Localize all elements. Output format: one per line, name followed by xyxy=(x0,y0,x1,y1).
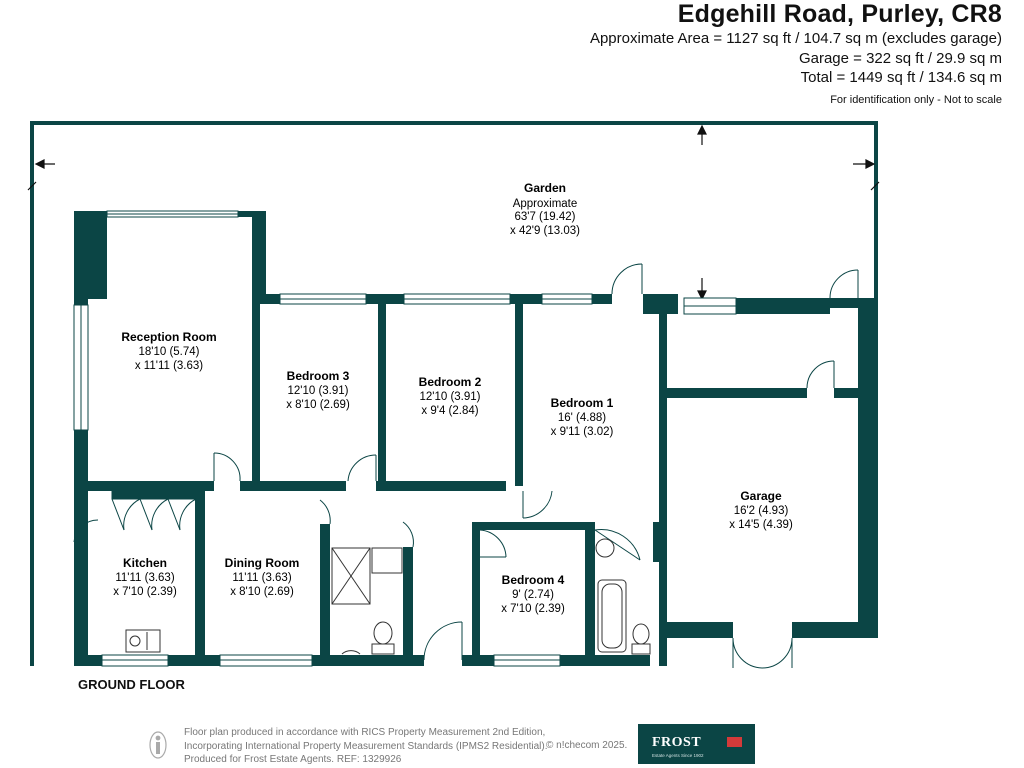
garden-boundary xyxy=(30,121,878,666)
floor-label: GROUND FLOOR xyxy=(78,677,185,692)
room-name: Garage xyxy=(740,489,782,503)
room-name: Dining Room xyxy=(225,556,300,570)
room-dim: x 14'5 (4.39) xyxy=(729,519,793,531)
room-dim: 12'10 (3.91) xyxy=(419,391,480,403)
room-name: Reception Room xyxy=(121,330,216,344)
room-dim: 16' (4.88) xyxy=(558,412,606,424)
room-dim: 12'10 (3.91) xyxy=(287,385,348,397)
room-dim: x 11'11 (3.63) xyxy=(135,360,203,372)
room-garage: Garage 16'2 (4.93) x 14'5 (4.39) xyxy=(729,489,793,531)
room-dim: x 8'10 (2.69) xyxy=(230,586,294,598)
frost-logo: FROST Estate Agents Since 1902 xyxy=(638,724,755,764)
scale-note: For identification only - Not to scale xyxy=(830,93,1002,106)
room-kitchen: Kitchen 11'11 (3.63) x 7'10 (2.39) xyxy=(113,556,177,598)
room-name: Kitchen xyxy=(123,556,167,570)
door-swings xyxy=(73,263,859,669)
approximate-area: Approximate Area = 1127 sq ft / 104.7 sq… xyxy=(589,30,1002,47)
room-dim: 11'11 (3.63) xyxy=(115,572,174,584)
footer-line: Incorporating International Property Mea… xyxy=(184,740,548,752)
walls xyxy=(74,211,878,666)
room-dim: x 8'10 (2.69) xyxy=(286,399,350,411)
kitchen-cupboards xyxy=(111,490,197,531)
room-bedroom-4: Bedroom 4 9' (2.74) x 7'10 (2.39) xyxy=(501,573,565,615)
room-reception: Reception Room 18'10 (5.74) x 11'11 (3.6… xyxy=(121,330,216,372)
room-name: Bedroom 1 xyxy=(551,396,614,410)
room-dim: 16'2 (4.93) xyxy=(734,505,789,517)
room-dim: x 9'11 (3.02) xyxy=(551,426,614,438)
room-dining: Dining Room 11'11 (3.63) x 8'10 (2.69) xyxy=(225,556,300,598)
room-dim: 9' (2.74) xyxy=(512,589,554,601)
garden-label: Garden Approximate 63'7 (19.42) x 42'9 (… xyxy=(510,181,580,237)
room-dim: x 7'10 (2.39) xyxy=(501,603,565,615)
logo-tagline: Estate Agents Since 1902 xyxy=(652,753,704,758)
room-name: Bedroom 2 xyxy=(419,375,482,389)
room-bedroom-1: Bedroom 1 16' (4.88) x 9'11 (3.02) xyxy=(551,396,614,438)
garage-area: Garage = 322 sq ft / 29.9 sq m xyxy=(798,49,1002,67)
room-dim: 11'11 (3.63) xyxy=(232,572,291,584)
room-dim: x 9'4 (2.84) xyxy=(421,405,478,417)
person-icon xyxy=(149,731,167,759)
logo-mark-icon xyxy=(727,737,742,747)
copyright: © n!checom 2025. xyxy=(546,740,628,751)
total-area: Total = 1449 sq ft / 134.6 sq m xyxy=(800,69,1002,86)
room-name: Bedroom 3 xyxy=(287,369,350,383)
room-bedroom-2: Bedroom 2 12'10 (3.91) x 9'4 (2.84) xyxy=(419,375,482,417)
footer-line: Produced for Frost Estate Agents. REF: 1… xyxy=(184,754,402,765)
room-dim: x 7'10 (2.39) xyxy=(113,586,177,598)
garden-name: Garden xyxy=(524,181,566,195)
fixtures xyxy=(125,538,651,655)
room-name: Bedroom 4 xyxy=(502,573,565,587)
windows xyxy=(73,210,737,667)
garden-dim1: 63'7 (19.42) xyxy=(514,211,575,223)
footer-line: Floor plan produced in accordance with R… xyxy=(184,727,546,738)
garden-approx: Approximate xyxy=(513,198,578,210)
garden-dimension-arrows xyxy=(27,124,880,301)
garden-dim2: x 42'9 (13.03) xyxy=(510,225,580,237)
header: Edgehill Road, Purley, CR8 Approximate A… xyxy=(590,0,1002,106)
footer-text: Floor plan produced in accordance with R… xyxy=(184,726,548,767)
logo-name: FROST xyxy=(652,735,702,750)
page-title: Edgehill Road, Purley, CR8 xyxy=(677,0,1002,28)
room-bedroom-3: Bedroom 3 12'10 (3.91) x 8'10 (2.69) xyxy=(286,369,350,411)
room-dim: 18'10 (5.74) xyxy=(138,346,199,358)
